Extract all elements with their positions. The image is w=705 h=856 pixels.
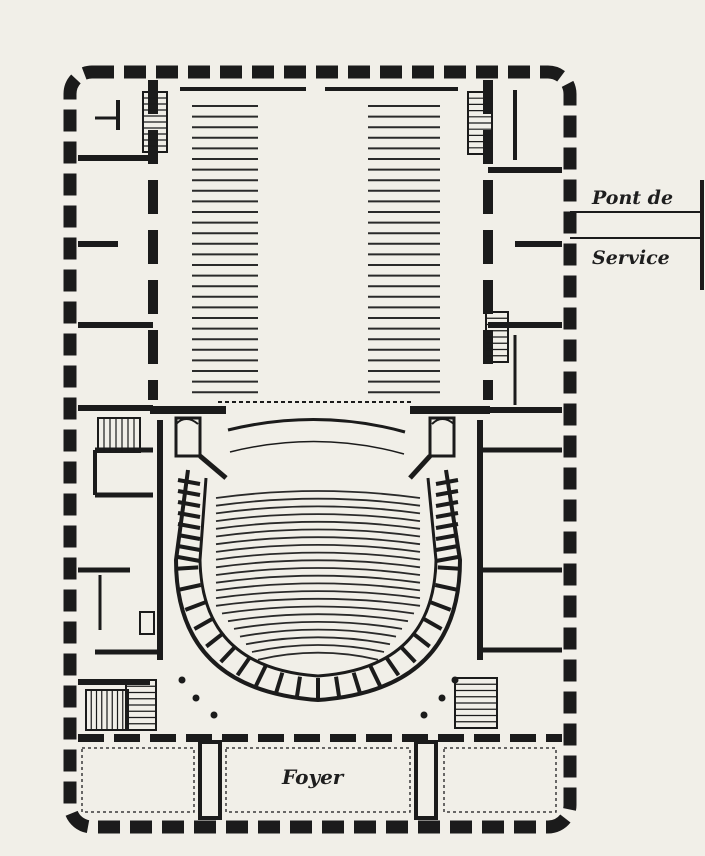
seat-row [215,567,421,576]
box-divider [178,583,202,592]
box-divider [177,555,201,563]
box-divider [384,656,401,677]
box-divider [219,644,238,664]
seat-row [257,651,379,661]
box-divider [435,511,459,519]
foyer-label: Foyer [281,765,345,789]
foyer-band [78,734,562,820]
seat-row [221,605,415,615]
box-divider [434,583,458,592]
service-bridge [570,180,704,290]
seat-row [215,490,421,499]
seat-row [215,536,421,546]
seat-row [233,621,403,630]
box-divider [294,676,302,699]
box-divider [411,631,431,649]
box-divider [398,644,417,664]
box-divider [205,631,225,649]
box-divider [177,489,201,497]
seat-row [215,497,421,507]
box-divider [435,500,459,508]
box-divider [435,489,459,497]
seat-row [215,559,421,569]
seat-row [215,528,421,538]
seat-row [215,590,421,599]
box-divider [435,478,459,486]
box-divider [435,555,459,563]
proscenium [150,406,490,480]
seat-row [215,597,421,607]
seat-row [215,574,421,584]
apron-curve [227,418,406,434]
seat-row [215,505,421,515]
box-divider [177,511,201,519]
seat-row [215,513,421,522]
box-divider [177,478,201,486]
bridge-label-line2: Service [592,247,670,269]
box-divider [435,533,459,541]
seat-row [245,636,391,646]
outer-wall [63,65,577,834]
box-divider [421,616,443,631]
box-divider [177,500,201,508]
box-divider [184,600,207,612]
box-divider [437,565,460,571]
box-divider [176,565,199,571]
stage-grooves [192,105,440,394]
bridge-label-line1: Pont de [591,187,673,209]
box-divider [334,676,342,699]
seat-row [215,544,421,553]
box-divider [429,600,452,612]
stair-treads [90,97,508,730]
seat-row [215,582,421,592]
box-partitions [176,478,460,700]
box-divider [435,522,459,530]
stall-rows [215,490,421,661]
box-divider [368,665,382,687]
stage-area [148,80,493,403]
box-divider [193,616,215,631]
auditorium [173,418,463,703]
seat-row [227,613,409,623]
corridor-columns [178,676,459,719]
box-divider [435,544,459,552]
box-divider [177,533,201,541]
box-divider [351,672,363,695]
seat-row [239,628,397,638]
box-divider [177,544,201,552]
box-divider [254,665,268,687]
seat-row [215,520,421,530]
box-divider [235,656,252,677]
seat-row [215,551,421,561]
box-divider [177,522,201,530]
seat-row [251,644,385,653]
box-divider [273,672,285,695]
